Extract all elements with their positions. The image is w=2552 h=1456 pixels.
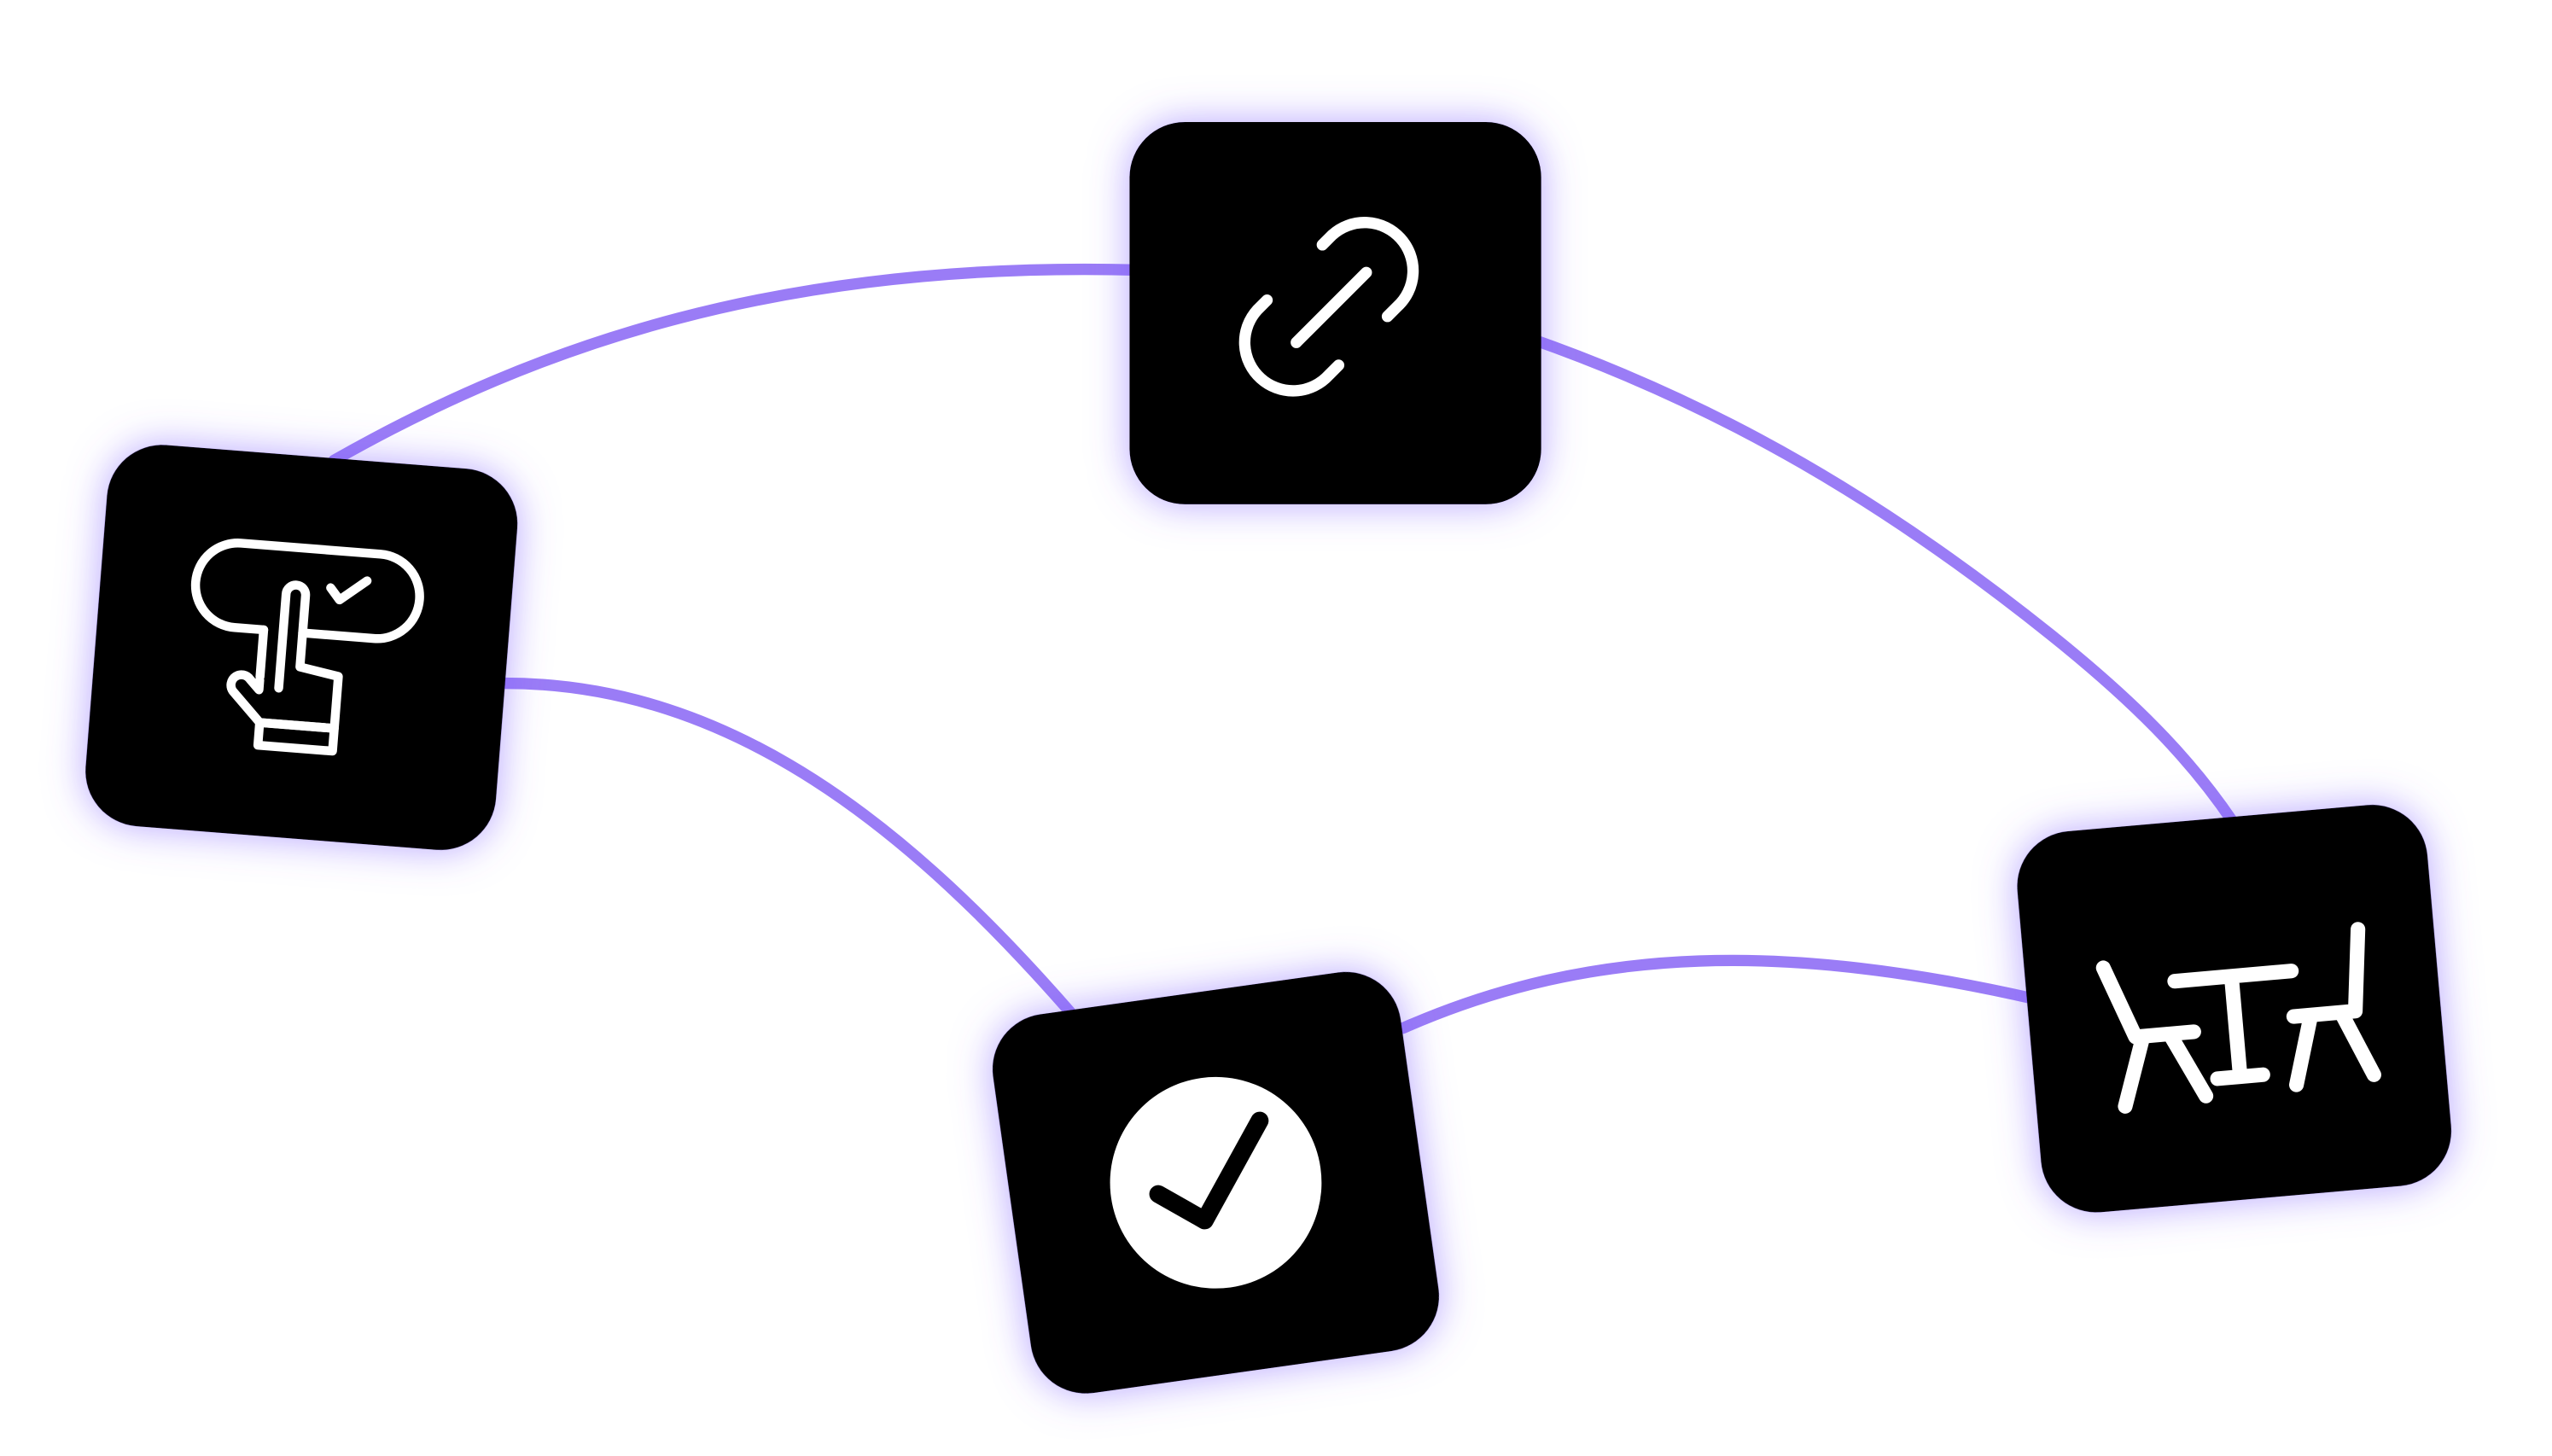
connector-tap-to-check: [498, 677, 1081, 1023]
connector-check-to-meeting: [1397, 954, 2040, 1034]
link-icon: [1238, 217, 1419, 397]
hand-tap-checkbox-icon: [190, 539, 424, 756]
node-meeting[interactable]: [2013, 801, 2456, 1217]
connector-link-to-meeting: [1524, 332, 2239, 828]
table-chairs-icon: [2095, 922, 2381, 1114]
check-circle-icon: [1110, 1076, 1322, 1289]
node-tap-confirm[interactable]: [81, 440, 521, 853]
connector-tap-to-link: [328, 263, 1145, 467]
node-check[interactable]: [986, 964, 1447, 1401]
node-link[interactable]: [1129, 121, 1541, 504]
